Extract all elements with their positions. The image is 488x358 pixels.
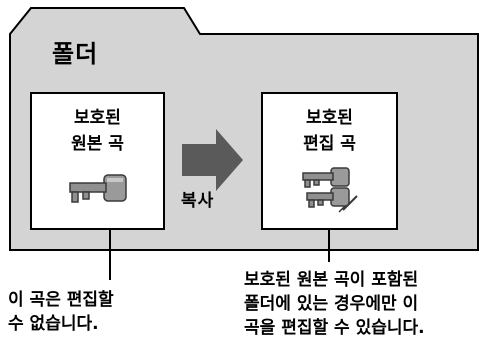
edited-card-line1: 보호된 bbox=[306, 108, 353, 128]
folder-title: 폴더 bbox=[52, 40, 99, 68]
edited-card-line2: 편집 곡 bbox=[303, 134, 356, 154]
original-note: 이 곡은 편집할 수 없습니다. bbox=[8, 288, 114, 336]
original-note-line2: 수 없습니다. bbox=[8, 314, 99, 334]
key-icon bbox=[69, 174, 127, 203]
edited-note: 보호된 원본 곡이 포함된 폴더에 있는 경우에만 이 곡을 편집할 수 있습니… bbox=[244, 268, 425, 340]
edited-note-line2: 폴더에 있는 경우에만 이 bbox=[244, 294, 419, 314]
original-card-line2: 원본 곡 bbox=[71, 134, 124, 154]
original-note-line1: 이 곡은 편집할 bbox=[8, 290, 114, 310]
edited-key-icon bbox=[302, 167, 358, 213]
original-card-line1: 보호된 bbox=[74, 108, 121, 128]
edited-note-line1: 보호된 원본 곡이 포함된 bbox=[244, 270, 419, 290]
copy-arrow bbox=[182, 129, 243, 191]
edited-note-line3: 곡을 편집할 수 있습니다. bbox=[244, 318, 425, 338]
edited-track-card: 보호된 편집 곡 bbox=[261, 92, 398, 230]
original-track-card: 보호된 원본 곡 bbox=[30, 92, 165, 230]
copy-label: 복사 bbox=[181, 191, 215, 211]
